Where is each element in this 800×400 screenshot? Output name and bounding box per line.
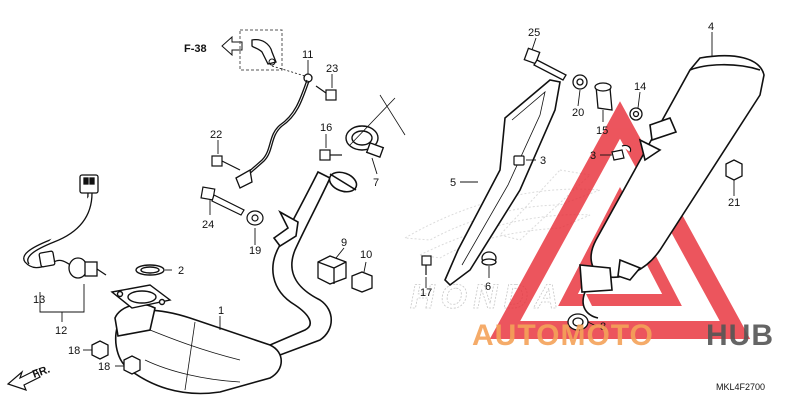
exhaust-pipe-1 xyxy=(114,170,358,395)
diagram-code: MKL4F2700 xyxy=(716,382,765,392)
clip-3-b xyxy=(611,144,632,161)
callout-17: 17 xyxy=(420,287,432,299)
washer-20 xyxy=(572,74,588,90)
washer-19 xyxy=(246,210,264,226)
bolt-22 xyxy=(211,155,241,171)
exhaust-flange xyxy=(110,284,172,309)
reference-arrow-icon xyxy=(221,35,243,57)
callout-14: 14 xyxy=(634,81,646,93)
callout-numbers: 1 2 3 3 4 5 6 7 8 9 10 11 12 13 14 15 16… xyxy=(33,21,740,373)
callout-19: 19 xyxy=(249,245,261,257)
front-direction-arrow: FR. xyxy=(6,363,52,391)
reference-label: F-38 xyxy=(184,43,207,55)
callout-23: 23 xyxy=(326,63,338,75)
leader-lines xyxy=(39,32,735,367)
nut-18-a xyxy=(91,340,109,360)
bolt-24 xyxy=(200,186,245,216)
wordmark-automoto: AUTOMOTO xyxy=(472,319,654,352)
callout-18a: 18 xyxy=(68,345,80,357)
callout-1: 1 xyxy=(218,305,224,317)
bolt-17 xyxy=(421,255,432,275)
automotohub-wordmark: AUTOMOTO HUB xyxy=(472,319,774,352)
wordmark-hub: HUB xyxy=(706,319,774,352)
reference-f38: F-38 xyxy=(184,29,283,71)
callout-11: 11 xyxy=(302,49,313,61)
muffler-4 xyxy=(579,54,765,319)
callout-3b: 3 xyxy=(590,150,596,162)
gasket-2 xyxy=(135,264,165,276)
callout-10: 10 xyxy=(360,249,372,261)
callout-4: 4 xyxy=(708,21,714,33)
bolt-16 xyxy=(319,149,342,161)
callout-2: 2 xyxy=(178,265,184,277)
o2-sensor-assembly xyxy=(23,174,107,279)
callout-9: 9 xyxy=(341,237,347,249)
nut-18-b xyxy=(123,355,141,375)
callout-3a: 3 xyxy=(540,155,546,167)
callout-15: 15 xyxy=(596,125,608,137)
callout-13: 13 xyxy=(33,294,45,306)
front-label: FR. xyxy=(31,363,52,380)
bolt-23 xyxy=(315,85,337,101)
callout-24: 24 xyxy=(202,219,214,231)
callout-22: 22 xyxy=(210,129,222,141)
callout-7: 7 xyxy=(373,177,379,189)
callout-18b: 18 xyxy=(98,361,110,373)
callout-16: 16 xyxy=(320,122,332,134)
nut-10 xyxy=(351,271,373,293)
front-arrow-icon xyxy=(6,369,41,391)
end-collar-8 xyxy=(567,313,589,331)
sensor-wire-assembly xyxy=(235,65,313,189)
rubber-6 xyxy=(481,251,497,266)
callout-6: 6 xyxy=(485,281,491,293)
collar-14 xyxy=(629,107,643,121)
bolt-25 xyxy=(523,47,567,81)
callout-5: 5 xyxy=(450,177,456,189)
exhaust-clamp-7 xyxy=(345,94,406,158)
clip-3-a xyxy=(513,155,525,166)
callout-20: 20 xyxy=(572,107,584,119)
nut-21 xyxy=(725,159,743,181)
nut-9 xyxy=(317,255,347,285)
collar-15 xyxy=(594,82,613,111)
callout-21: 21 xyxy=(728,197,740,209)
heat-shield-5 xyxy=(444,79,561,287)
callout-25: 25 xyxy=(528,27,540,39)
callout-8: 8 xyxy=(600,321,606,333)
callout-12: 12 xyxy=(55,325,67,337)
